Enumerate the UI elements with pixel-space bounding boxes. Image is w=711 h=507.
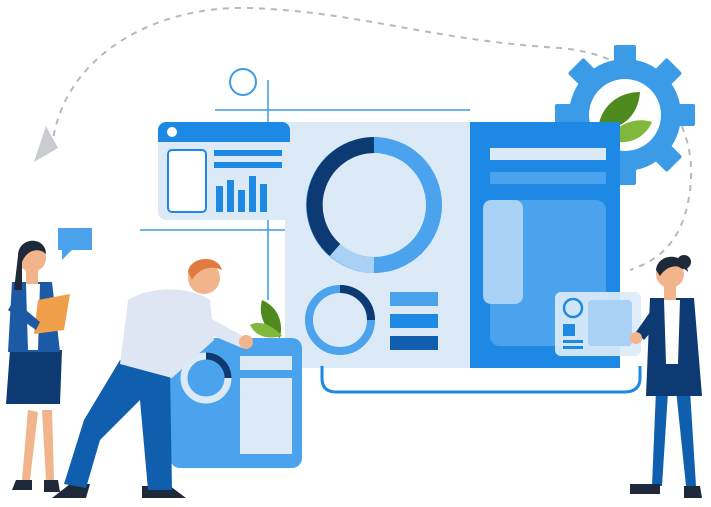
list-bar bbox=[390, 314, 438, 328]
window-dot-icon bbox=[167, 127, 177, 137]
panel-slider bbox=[483, 200, 523, 304]
panel-title-bar bbox=[490, 148, 606, 160]
bar-chart-icon bbox=[216, 176, 267, 212]
arrow-head-icon bbox=[34, 126, 58, 162]
donut-chart-icon bbox=[306, 137, 442, 273]
man-pushing-card bbox=[52, 258, 253, 498]
list-bar bbox=[390, 292, 438, 306]
floating-card bbox=[555, 292, 641, 356]
woman-with-clipboard bbox=[6, 240, 70, 492]
panel-subtitle-bar bbox=[490, 172, 606, 184]
guide-circle bbox=[229, 68, 257, 96]
dashed-curve bbox=[51, 6, 693, 271]
donut-chart-small bbox=[305, 285, 375, 355]
dashboard-panel-left bbox=[285, 122, 475, 368]
woman-presenting bbox=[630, 255, 702, 498]
chat-bubble-icon bbox=[58, 228, 92, 260]
leaf-icon bbox=[250, 300, 282, 338]
monitor-stand bbox=[320, 366, 642, 394]
list-bar bbox=[390, 336, 438, 350]
pushed-card bbox=[170, 338, 302, 468]
analytics-window-card bbox=[158, 122, 290, 220]
